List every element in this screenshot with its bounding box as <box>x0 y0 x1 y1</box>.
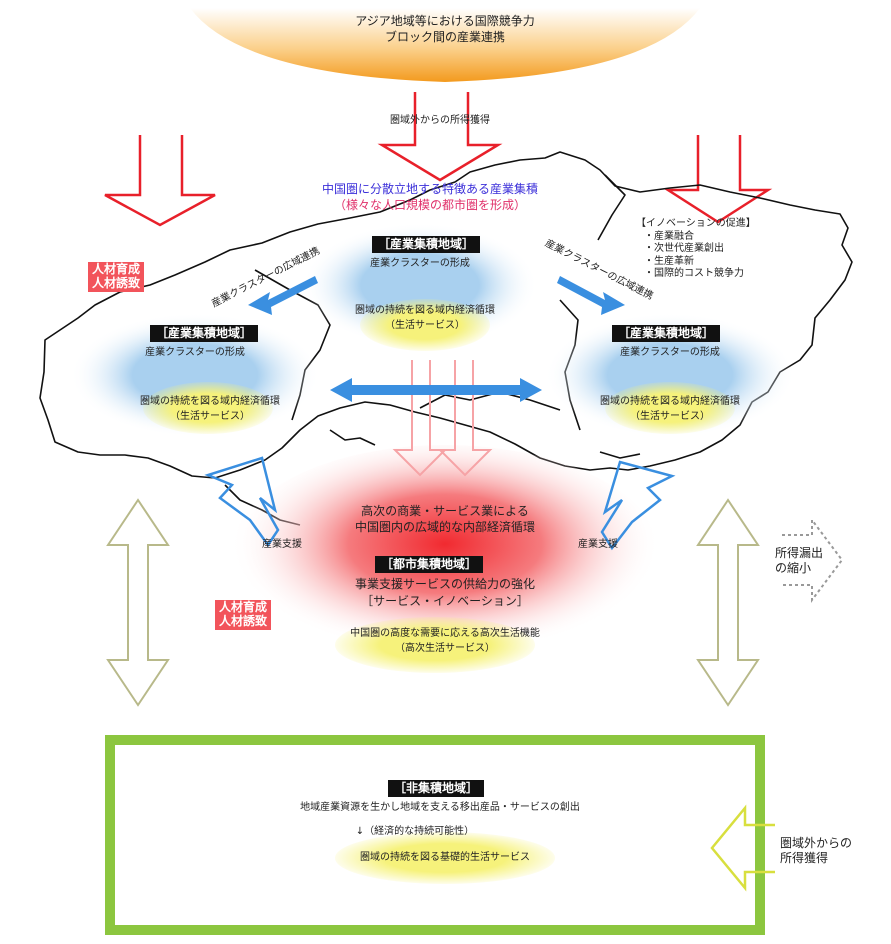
urban-ellipse <box>230 445 660 665</box>
cluster-left-line2: 圏域の持続を図る域内経済循環 <box>140 396 280 407</box>
cluster-center-line2: 圏域の持続を図る域内経済循環 <box>355 305 495 316</box>
innovation-item: ・生産革新 <box>644 255 694 267</box>
urban-header: ［都市集積地域］ <box>375 556 484 573</box>
income-bottom-line2: 所得獲得 <box>780 851 829 865</box>
non-cluster-line1: 地域産業資源を生かし地域を支える移出産品・サービスの創出 <box>300 802 580 813</box>
income-arrow-left <box>104 135 216 227</box>
hr-tag-bottom-line2: 人材誘致 <box>219 613 268 628</box>
cluster-center-header: ［産業集積地域］ <box>372 236 481 253</box>
hr-tag-top: 人材育成 人材誘致 <box>88 262 145 292</box>
cluster-right-line3: （生活サービス） <box>630 411 710 422</box>
support-arrow-right <box>600 460 676 551</box>
cluster-center-line1: 産業クラスターの形成 <box>370 258 470 269</box>
link-arrow-right <box>557 276 625 315</box>
innovation-item: ・国際的コスト競争力 <box>644 268 744 279</box>
non-cluster-service-ellipse <box>335 832 555 884</box>
top-banner-shape <box>190 8 700 82</box>
subtitle-pink: （様々な人口規模の都市圏を形成） <box>333 198 526 212</box>
cluster-right-line2: 圏域の持続を図る域内経済循環 <box>600 396 740 407</box>
income-leak-line1: 所得漏出 <box>775 546 824 560</box>
support-arrow-left <box>204 456 280 548</box>
urban-title2: 中国圏内の広域的な内部経済循環 <box>354 520 535 534</box>
non-cluster-line2: ↓（経済的な持続可能性） <box>355 826 475 837</box>
cluster-left-header: ［産業集積地域］ <box>150 325 259 342</box>
industry-support-right: 産業支援 <box>578 539 618 550</box>
income-from-outside-bottom: 圏域外からの 所得獲得 <box>780 836 852 866</box>
top-banner-line1: アジア地域等における国際競争力 <box>355 14 535 28</box>
hr-tag-top-line2: 人材誘致 <box>92 275 141 290</box>
cluster-center-line3: （生活サービス） <box>385 320 465 331</box>
income-arrow-center <box>377 92 503 182</box>
hr-tag-top-line1: 人材育成 <box>92 262 141 276</box>
hr-tag-bottom: 人材育成 人材誘致 <box>215 600 272 630</box>
link-arrow-left <box>248 276 318 315</box>
link-arrow-horizontal <box>330 378 542 402</box>
innovation-box: 【イノベーションの促進】 ・産業融合 ・次世代産業創出 ・生産革新 ・国際的コス… <box>636 218 806 281</box>
income-arrow-bottom-right <box>710 804 775 892</box>
urban-service-ellipse <box>335 617 535 673</box>
income-leak-label: 所得漏出 の縮小 <box>775 546 823 576</box>
income-leak-arrow <box>782 517 844 603</box>
hr-tag-bottom-line1: 人材育成 <box>219 600 268 614</box>
cluster-right-line1: 産業クラスターの形成 <box>620 347 720 358</box>
innovation-item: ・産業融合 <box>644 230 694 242</box>
urban-line2: ［サービス・イノベーション］ <box>361 594 529 608</box>
center-down-arrows <box>392 360 493 477</box>
income-leak-line2: の縮小 <box>775 561 812 575</box>
income-from-outside-top: 圏域外からの所得獲得 <box>390 115 490 126</box>
innovation-item: ・次世代産業創出 <box>644 243 724 254</box>
cluster-left-line1: 産業クラスターの形成 <box>145 347 245 358</box>
non-cluster-line3: 圏域の持続を図る基礎的生活サービス <box>360 852 530 863</box>
non-cluster-header: ［非集積地域］ <box>388 780 485 797</box>
service-ellipse-center <box>360 299 490 351</box>
urban-line1: 事業支援サービスの供給力の強化 <box>354 577 535 591</box>
cluster-right-header: ［産業集積地域］ <box>612 325 721 342</box>
income-arrow-right <box>663 135 773 224</box>
top-banner-line2: ブロック間の産業連携 <box>384 30 505 44</box>
title-blue: 中国圏に分散立地する特徴ある産業集積 <box>321 182 538 196</box>
urban-line3: 中国圏の高度な需要に応える高次生活機能 <box>350 628 540 639</box>
service-ellipse-left <box>143 382 273 434</box>
urban-title1: 高次の商業・サービス業による <box>361 504 529 518</box>
service-ellipse-right <box>605 382 735 434</box>
income-bottom-line1: 圏域外からの <box>780 836 853 850</box>
vertical-arrow-left <box>106 498 170 707</box>
vertical-arrow-right <box>696 498 760 707</box>
urban-line4: （高次生活サービス） <box>395 643 495 654</box>
cluster-left-line3: （生活サービス） <box>170 411 250 422</box>
industry-support-left: 産業支援 <box>262 539 302 550</box>
innovation-title: 【イノベーションの促進】 <box>636 218 756 229</box>
